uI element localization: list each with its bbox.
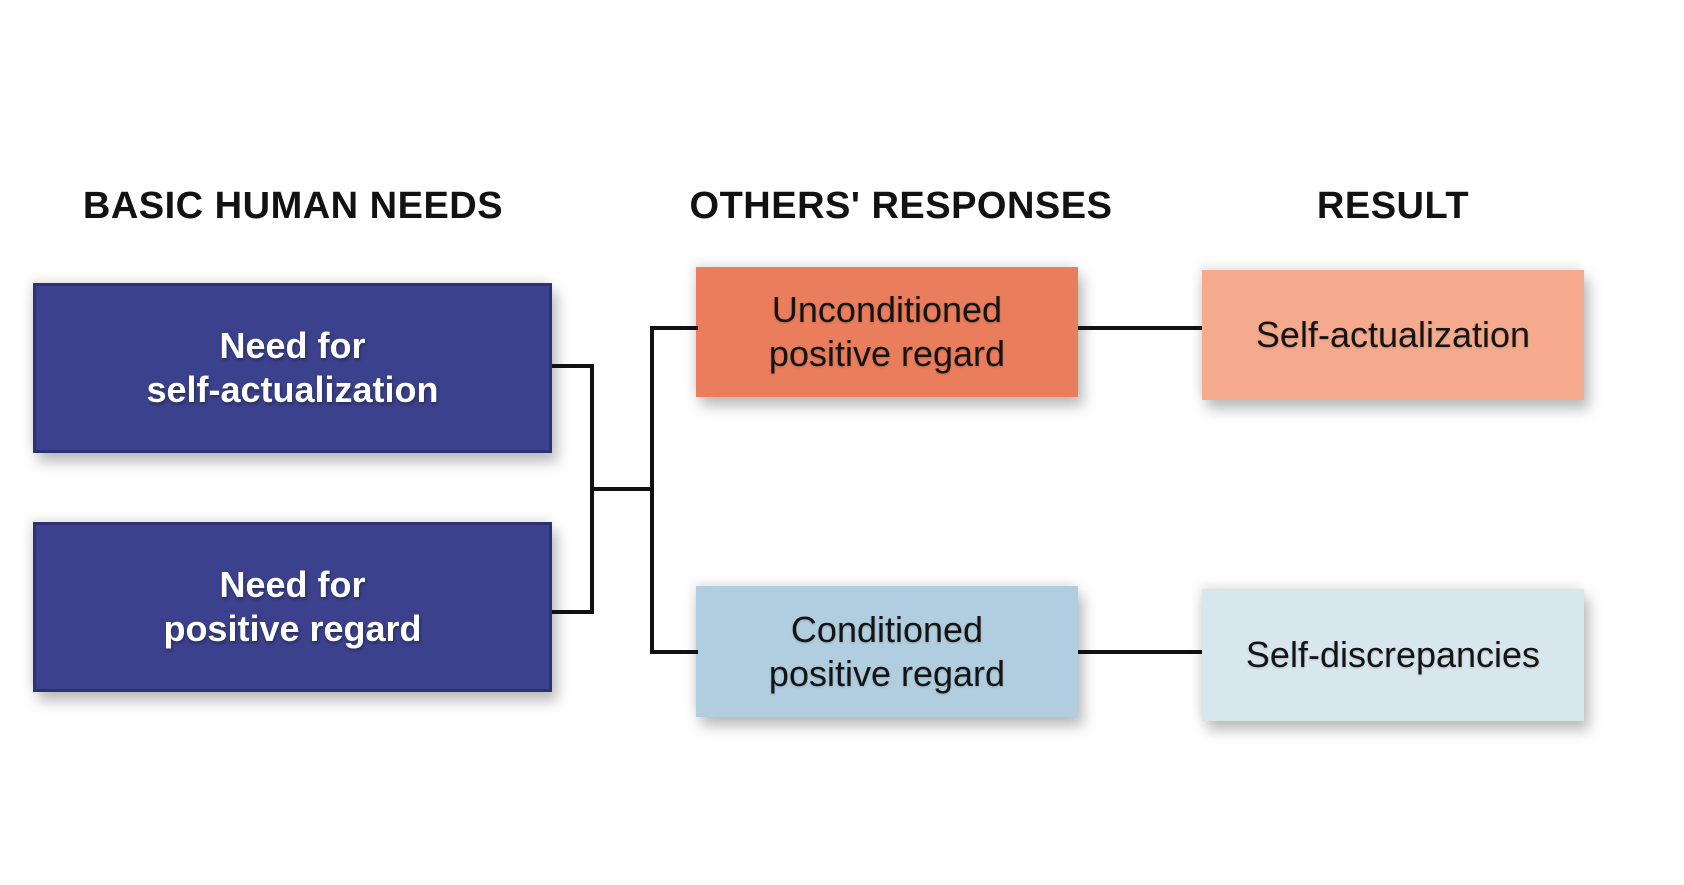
node-self-discrepancies: Self-discrepancies	[1202, 589, 1584, 721]
connector-branch-to-conditioned	[650, 650, 698, 654]
connector-need-positive-to-bracket	[552, 610, 594, 614]
node-label-line: Unconditioned	[771, 289, 1003, 330]
connector-branch-to-unconditioned	[650, 326, 698, 330]
node-label-line: Need for	[219, 325, 366, 366]
node-need-for-positive-regard: Need for positive regard	[33, 522, 552, 692]
node-self-actualization: Self-actualization	[1202, 270, 1584, 400]
column-header-result: RESULT	[1316, 185, 1470, 227]
node-need-for-self-actualization: Need for self-actualization	[33, 283, 552, 453]
connector-unconditioned-to-self-actualization	[1078, 326, 1202, 330]
node-label-line: Need for	[219, 564, 366, 605]
node-label-line: Conditioned	[790, 608, 984, 650]
column-header-basic-human-needs: BASIC HUMAN NEEDS	[82, 185, 504, 227]
node-conditioned-positive-regard: Conditioned positive regard	[696, 586, 1078, 717]
connector-conditioned-to-self-discrepancies	[1078, 650, 1202, 654]
node-unconditioned-positive-regard: Unconditioned positive regard	[696, 267, 1078, 397]
connector-need-self-to-bracket	[552, 364, 594, 368]
node-label-line: self-actualization	[146, 369, 439, 410]
connector-right-bracket-vertical	[650, 326, 654, 654]
node-label-line: Self-discrepancies	[1245, 634, 1541, 675]
node-label-line: positive regard	[768, 652, 1006, 694]
connector-bracket-middle-link	[592, 487, 654, 491]
node-label-line: positive regard	[163, 608, 422, 649]
column-header-others-responses: OTHERS' RESPONSES	[689, 185, 1113, 227]
node-label-line: positive regard	[768, 333, 1006, 374]
node-label-line: Self-actualization	[1255, 314, 1531, 355]
